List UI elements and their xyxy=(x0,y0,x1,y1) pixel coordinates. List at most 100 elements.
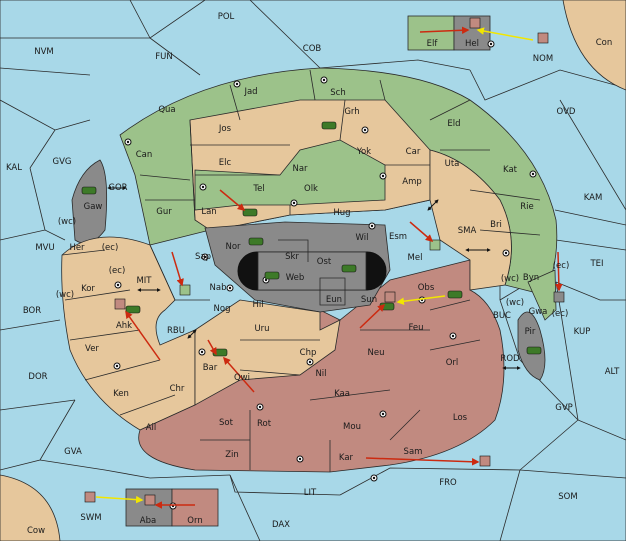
region-inner-green xyxy=(194,139,386,211)
label-coast-wc: (wc) xyxy=(506,298,524,308)
label-yok: Yok xyxy=(356,147,371,157)
label-coast-wc: (wc) xyxy=(58,217,76,227)
fleet-unit[interactable] xyxy=(114,298,126,310)
label-kal: KAL xyxy=(6,163,22,173)
fleet-unit[interactable] xyxy=(384,291,396,303)
army-unit[interactable] xyxy=(264,271,280,280)
label-rot: Rot xyxy=(257,419,272,429)
supply-centers xyxy=(113,40,537,510)
fleet-unit[interactable] xyxy=(537,32,549,44)
label-qua: Qua xyxy=(158,105,175,115)
label-sot: Sot xyxy=(219,418,234,428)
label-mou: Mou xyxy=(343,422,361,432)
label-kat: Kat xyxy=(503,165,518,175)
label-orl: Orl xyxy=(446,358,459,368)
label-orn: Orn xyxy=(187,516,202,526)
label-pir: Pir xyxy=(525,327,536,337)
label-elc: Elc xyxy=(219,158,232,168)
province-orn[interactable] xyxy=(171,488,219,527)
region-center-south-tan xyxy=(194,299,341,406)
label-chp: Chp xyxy=(300,348,317,358)
province-pir[interactable] xyxy=(517,311,546,381)
label-gvp: GVP xyxy=(555,403,573,413)
fleet-unit[interactable] xyxy=(179,284,191,296)
sea-labels: POL NVM FUN COB Con NOM OVD KAL GVG GOR … xyxy=(6,12,620,536)
label-gor: GOR xyxy=(108,183,127,193)
army-unit[interactable] xyxy=(321,121,337,130)
label-amp: Amp xyxy=(402,177,422,187)
label-sun: Sun xyxy=(361,295,377,305)
label-ahk: Ahk xyxy=(116,321,132,331)
label-fun: FUN xyxy=(155,52,172,62)
fleet-unit[interactable] xyxy=(479,455,491,467)
label-con: Con xyxy=(596,38,613,48)
label-alt: ALT xyxy=(605,367,620,377)
army-unit[interactable] xyxy=(248,237,264,246)
label-nar: Nar xyxy=(292,164,308,174)
army-unit[interactable] xyxy=(81,186,97,195)
label-swm: SWM xyxy=(80,513,101,523)
label-dax: DAX xyxy=(272,520,290,530)
fleet-unit[interactable] xyxy=(429,239,441,251)
label-web: Web xyxy=(286,273,305,283)
label-sch: Sch xyxy=(330,88,345,98)
label-pol: POL xyxy=(218,12,235,22)
label-lit: LIT xyxy=(304,488,317,498)
label-kam: KAM xyxy=(584,193,603,203)
coast-labels: (wc) (ec) (ec) (wc) (ec) (wc) (wc) (ec) xyxy=(56,217,569,319)
spiral-continent xyxy=(61,67,558,473)
label-skr: Skr xyxy=(285,252,299,262)
army-unit[interactable] xyxy=(341,264,357,273)
label-mel: Mel xyxy=(408,253,423,263)
label-tei: TEI xyxy=(589,259,603,269)
label-rod: ROD xyxy=(500,354,520,364)
label-buc: BUC xyxy=(493,311,511,321)
label-coast-ec: (ec) xyxy=(109,266,126,276)
army-unit[interactable] xyxy=(526,346,542,355)
label-coast-wc: (wc) xyxy=(501,274,519,284)
label-dor: DOR xyxy=(28,372,47,382)
fleet-unit[interactable] xyxy=(144,494,156,506)
label-ver: Ver xyxy=(85,344,99,354)
label-hil: Hil xyxy=(252,300,263,310)
label-grh: Grh xyxy=(344,107,359,117)
label-rbu: RBU xyxy=(167,326,185,336)
region-east-tan xyxy=(429,149,512,291)
label-sap: Sap xyxy=(195,252,211,262)
fleet-unit[interactable] xyxy=(84,491,96,503)
label-feu: Feu xyxy=(408,323,423,333)
label-ail: Ail xyxy=(146,423,157,433)
label-nab: Nab xyxy=(210,283,227,293)
label-eun: Eun xyxy=(326,295,342,305)
label-gwa: Gwa xyxy=(529,307,548,317)
order-arrows xyxy=(95,26,563,509)
label-nor: Nor xyxy=(225,242,241,252)
fleet-unit[interactable] xyxy=(469,17,481,29)
label-chr: Chr xyxy=(170,384,185,394)
label-sam: Sam xyxy=(404,447,423,457)
province-gwa[interactable] xyxy=(527,269,557,321)
label-can: Can xyxy=(136,150,153,160)
label-neu: Neu xyxy=(368,348,385,358)
army-unit[interactable] xyxy=(242,208,258,217)
province-elf[interactable] xyxy=(407,15,455,51)
label-wil: Wil xyxy=(356,233,369,243)
label-bor: BOR xyxy=(23,306,41,316)
label-mit: MIT xyxy=(136,276,152,286)
label-olk: Olk xyxy=(304,184,318,194)
army-unit[interactable] xyxy=(125,305,141,314)
label-aba: Aba xyxy=(140,516,156,526)
label-mvu: MVU xyxy=(35,243,54,253)
label-eld: Eld xyxy=(447,119,460,129)
label-zin: Zin xyxy=(225,450,239,460)
label-esm: Esm xyxy=(389,232,407,242)
label-tel: Tel xyxy=(252,184,264,194)
army-unit[interactable] xyxy=(447,290,463,299)
units xyxy=(81,17,565,506)
fleet-unit[interactable] xyxy=(553,291,565,303)
label-kor: Kor xyxy=(81,284,95,294)
label-obs: Obs xyxy=(418,283,435,293)
province-borders xyxy=(61,69,541,472)
